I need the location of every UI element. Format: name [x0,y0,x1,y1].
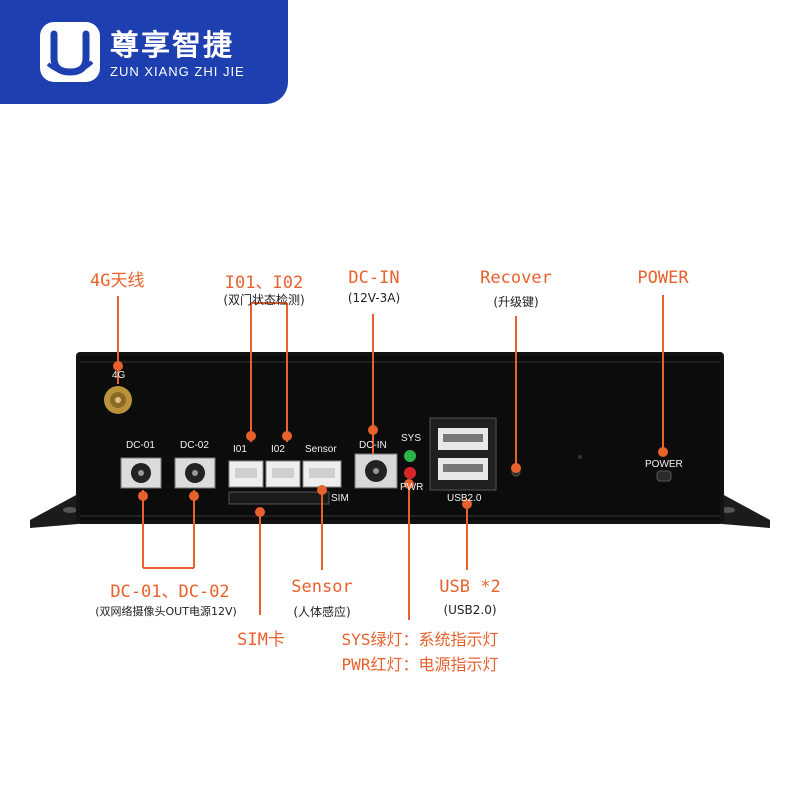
panel-label-antenna: 4G [112,370,126,381]
callout-dc-sub: (双网络摄像头OUT电源12V) [95,605,237,618]
button-icon [656,470,672,482]
callout-sensor-title: Sensor [291,577,353,597]
callout-io-title: I01、I02 [224,273,304,293]
callout-io-sub: (双门状态检测) [223,293,305,307]
connector-icon [228,460,264,488]
connector-icon [265,460,301,488]
panel-label-sensor: Sensor [305,444,337,455]
callout-leds-line2: PWR红灯：电源指示灯 [341,655,499,674]
panel-label-pwr: PWR [400,482,424,493]
panel-label-io1: I01 [233,444,247,455]
antenna-connector-icon [104,386,132,414]
callout-sim-title: SIM卡 [237,630,285,650]
callout-power-title: POWER [637,268,689,288]
callout-dc-title: DC-01、DC-02 [110,582,230,602]
callout-antenna-title: 4G天线 [90,271,145,291]
usb-port-icon [429,417,497,491]
led-icon [404,467,416,479]
panel-label-usb: USB2.0 [447,493,482,504]
callout-usb-title: USB *2 [439,577,501,597]
dc-jack-icon [120,457,162,489]
callout-dcin-title: DC-IN [348,268,400,288]
panel-label-dc01: DC-01 [126,440,155,451]
connector-icon [302,460,342,488]
panel-label-dcin: DC-IN [359,440,387,451]
callout-dcin-sub: (12V-3A) [347,291,401,305]
led-icon [404,450,416,462]
dc-jack-icon [174,457,216,489]
callout-sensor-sub: (人体感应) [293,605,351,619]
panel-label-dc02: DC-02 [180,440,209,451]
brand-logo: 尊享智捷 ZUN XIANG ZHI JIE [0,0,288,104]
logo-mark-icon [40,22,100,82]
callout-leds-line1: SYS绿灯：系统指示灯 [341,630,499,649]
callout-recover-title: Recover [480,268,552,288]
brand-name-cn: 尊享智捷 [110,28,235,62]
panel-label-sys: SYS [401,433,422,444]
sim-slot [228,491,330,505]
panel-label-sim: SIM [331,493,349,504]
brand-name-en: ZUN XIANG ZHI JIE [110,64,245,79]
callout-usb-sub: (USB2.0) [443,603,497,617]
panel-label-power: POWER [645,459,683,470]
callout-recover-sub: (升级键) [493,295,539,309]
dc-jack-icon [354,453,398,489]
panel-label-io2: I02 [271,444,285,455]
